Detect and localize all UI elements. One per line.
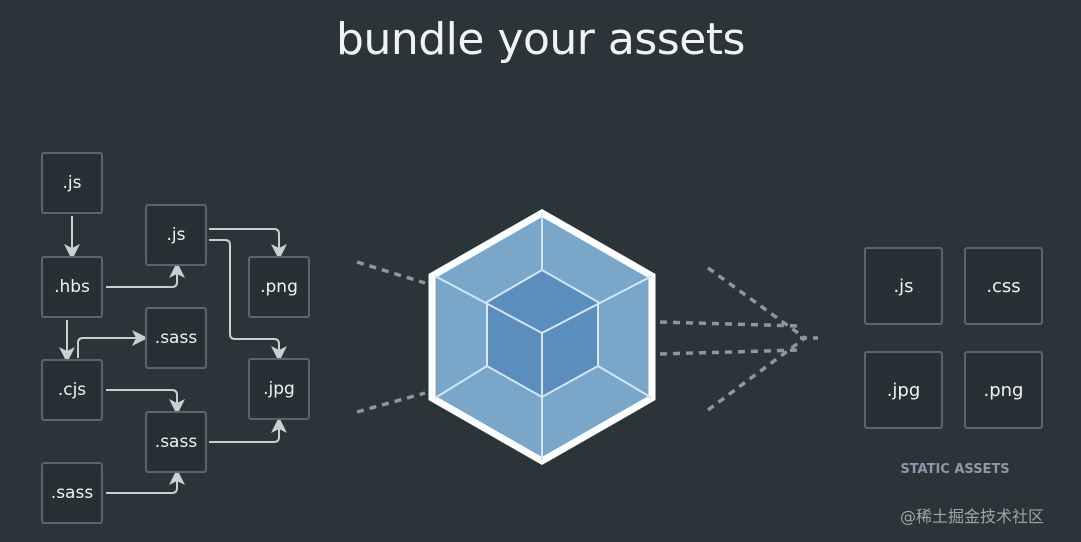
asset-label: .png — [983, 379, 1024, 401]
module-box-png: .png — [248, 256, 310, 318]
module-label: .sass — [50, 483, 94, 503]
module-label: .hbs — [54, 277, 90, 297]
module-label: .sass — [154, 328, 198, 348]
module-label: .png — [260, 277, 298, 297]
module-box-sass-1: .sass — [145, 307, 207, 369]
module-label: .js — [166, 225, 186, 245]
asset-box-js: .js — [864, 247, 943, 325]
page-title: bundle your assets — [336, 14, 745, 65]
asset-label: .css — [986, 275, 1021, 297]
asset-box-css: .css — [964, 247, 1043, 325]
module-label: .cjs — [57, 380, 87, 400]
module-box-js-2: .js — [145, 204, 207, 266]
asset-box-png: .png — [964, 351, 1043, 429]
module-box-js: .js — [41, 152, 103, 214]
module-box-sass-3: .sass — [41, 462, 103, 524]
module-label: .sass — [154, 432, 198, 452]
module-box-jpg: .jpg — [248, 358, 310, 420]
module-label: .jpg — [263, 379, 295, 399]
module-box-cjs: .cjs — [41, 359, 103, 421]
watermark: @稀土掘金技术社区 — [900, 507, 1045, 526]
webpack-cube-icon — [428, 208, 656, 466]
static-assets-caption: STATIC ASSETS — [900, 462, 1010, 477]
module-box-hbs: .hbs — [41, 256, 103, 318]
asset-box-jpg: .jpg — [864, 351, 943, 429]
module-box-sass-2: .sass — [145, 411, 207, 473]
module-label: .js — [62, 173, 82, 193]
asset-label: .jpg — [886, 379, 921, 401]
asset-label: .js — [893, 275, 914, 297]
